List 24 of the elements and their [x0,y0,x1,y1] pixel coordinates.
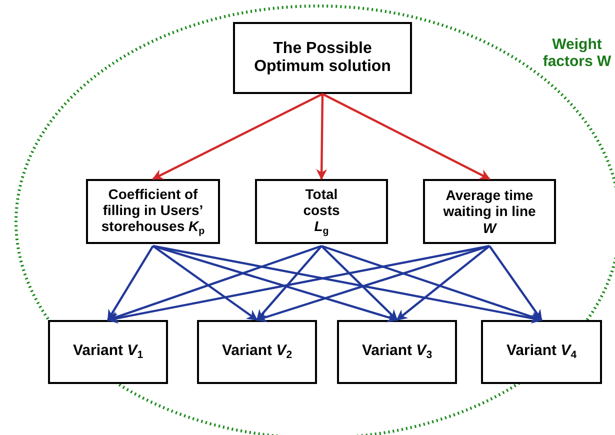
arrow [320,245,398,321]
goal-box: The Possible Optimum solution [233,22,412,94]
arrow [152,93,323,180]
arrow [316,94,328,180]
arrow [106,244,322,322]
arrow [152,244,543,324]
arrow [396,245,490,321]
arrow [322,93,490,180]
arrow [107,245,154,321]
criterion-box: Coefficient of filling in Users’ storehouses K$_{p}$ [86,179,220,244]
arrow [152,245,258,321]
criterion-box: Total costs L$_{g}$ [255,179,388,244]
arrow [256,244,490,322]
arrow [488,245,542,321]
arrow [152,244,398,322]
arrow [256,245,322,321]
variant-box: Variant V$_{2}$ [197,320,317,384]
boundary-label: Weight factors W [542,36,612,70]
arrow [321,244,543,322]
criterion-box: Average time waiting in line W [423,179,556,244]
variant-box: Variant V$_{1}$ [48,320,168,384]
variant-box: Variant V$_{4}$ [481,320,602,384]
variant-box: Variant V$_{3}$ [337,320,457,384]
arrow [106,244,490,324]
